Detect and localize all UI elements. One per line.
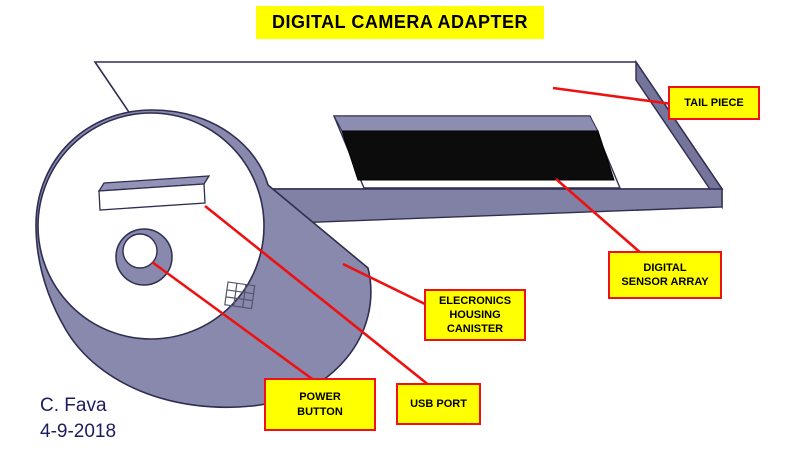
signature-date: 4-9-2018 [40, 420, 117, 442]
callout-usb-port: USB PORT [396, 383, 481, 425]
sensor-array-window [341, 130, 615, 181]
leader-line-usb-port [204, 204, 431, 388]
callout-power-button: POWER BUTTON [264, 378, 376, 431]
callout-tail-piece: TAIL PIECE [668, 86, 760, 120]
callout-digital-sensor-array: DIGITAL SENSOR ARRAY [608, 251, 722, 299]
sensor-opening-wall [333, 115, 599, 132]
canister-end-face [37, 112, 265, 340]
signature-block: C. Fava 4-9-2018 [40, 393, 116, 444]
leader-line-electronics-housing-canister [342, 262, 428, 307]
leader-line-power-button [151, 260, 316, 383]
power-button-inner [122, 233, 158, 269]
origin-grid-icon [224, 281, 256, 310]
leader-line-digital-sensor-array [555, 178, 643, 255]
callout-electronics-housing-canister: ELECRONICS HOUSING CANISTER [424, 289, 526, 341]
diagram-title: DIGITAL CAMERA ADAPTER [256, 6, 544, 39]
leader-line-tail-piece [552, 86, 673, 106]
author-name: C. Fava [40, 395, 107, 416]
usb-port-slot [98, 183, 206, 211]
